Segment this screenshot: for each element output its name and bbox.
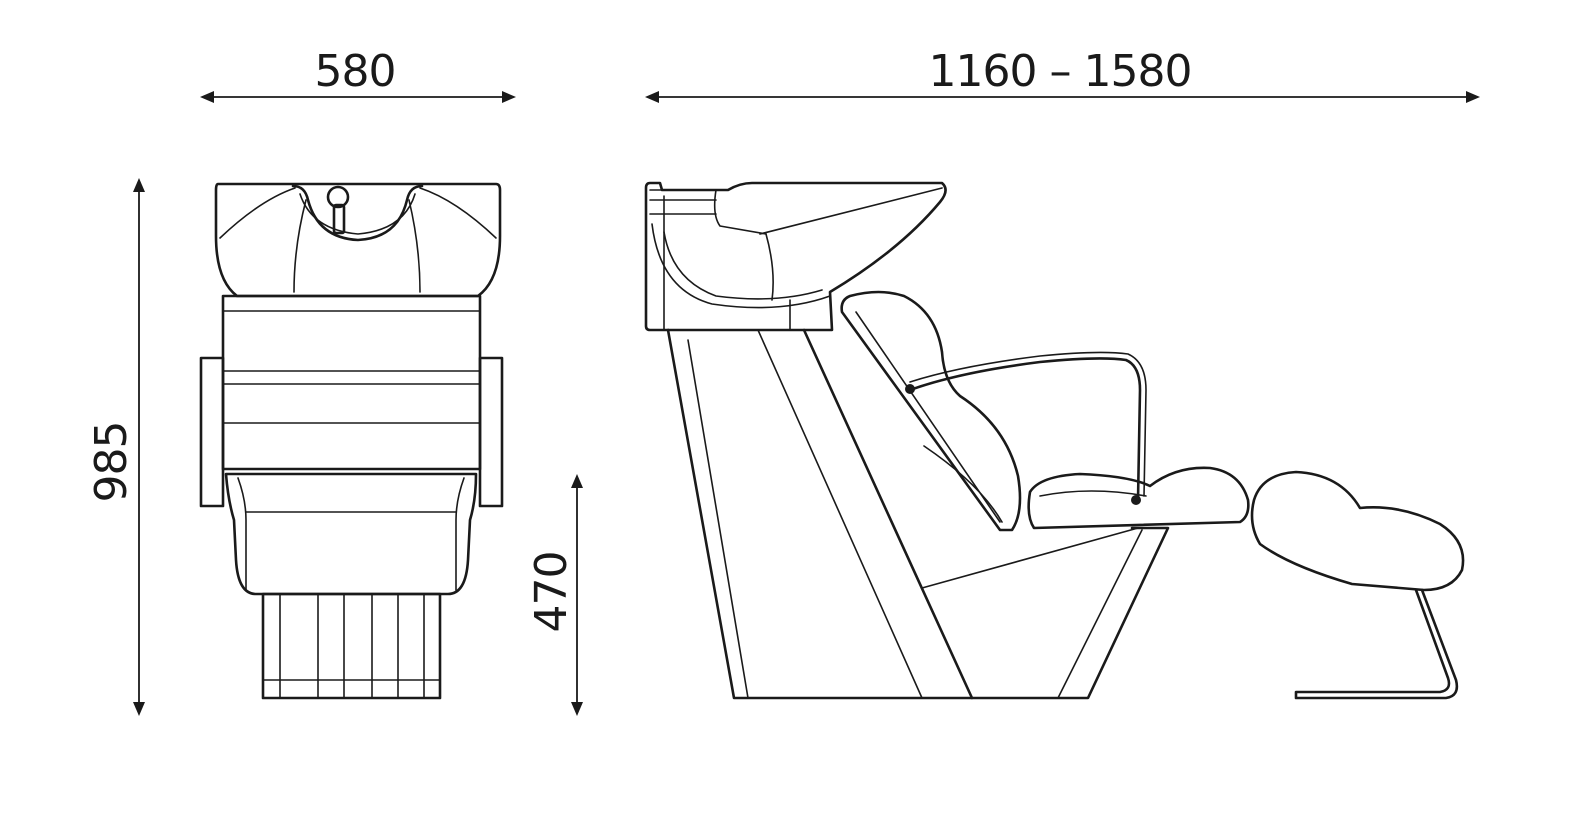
side-basin-outline bbox=[644, 181, 947, 332]
front-faucet-ring bbox=[326, 185, 350, 209]
front-basin-inner-left bbox=[219, 187, 296, 239]
dimension-label-length: 1160 – 1580 bbox=[929, 46, 1192, 97]
front-basin-side-left bbox=[293, 199, 307, 293]
front-basin-side-right bbox=[408, 199, 421, 293]
side-leg-rest bbox=[1250, 470, 1465, 592]
front-seat-cushion bbox=[224, 472, 478, 596]
side-seat-cushion bbox=[1027, 466, 1250, 530]
dimension-label-985: 985 bbox=[86, 422, 137, 503]
dimension-label-580: 580 bbox=[315, 46, 396, 97]
side-armrest-pivot-lower bbox=[1131, 495, 1141, 505]
side-base-column bbox=[666, 328, 1170, 700]
front-body-block bbox=[221, 294, 482, 471]
front-base bbox=[261, 592, 442, 700]
dimension-seat-height: 470 bbox=[526, 474, 583, 716]
side-armrest-pivot-upper bbox=[905, 384, 915, 394]
side-basin-bowl bbox=[651, 223, 831, 309]
front-faucet-spout bbox=[332, 203, 346, 235]
dimension-front-width: 580 bbox=[200, 46, 516, 103]
front-armrest-left bbox=[199, 356, 225, 508]
side-backrest bbox=[840, 290, 1022, 532]
dimension-side-length: 1160 – 1580 bbox=[645, 46, 1480, 103]
dimension-label-470: 470 bbox=[526, 552, 577, 633]
front-armrest-right bbox=[478, 356, 504, 508]
dimension-total-height: 985 bbox=[86, 178, 145, 716]
front-basin-inner-right bbox=[419, 187, 497, 239]
front-view bbox=[199, 182, 504, 700]
front-neck-cutout-inner bbox=[299, 193, 416, 235]
side-armrest-rail bbox=[908, 357, 1142, 502]
side-foot-stand bbox=[1294, 588, 1459, 700]
front-neck-cutout bbox=[291, 184, 424, 242]
side-view bbox=[644, 181, 1465, 700]
